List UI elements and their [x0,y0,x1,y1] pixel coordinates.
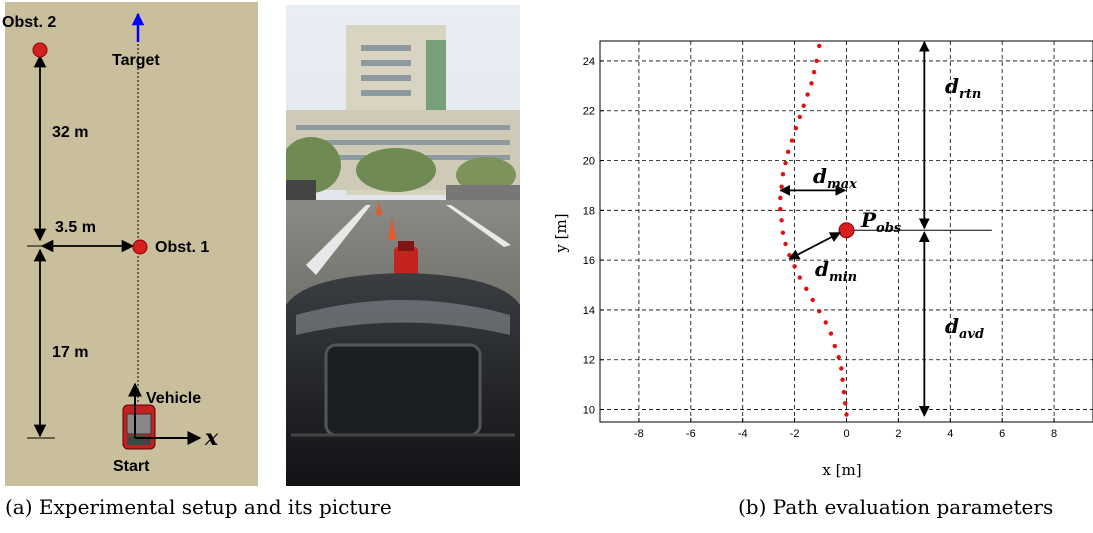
y-tick-label: 12 [583,355,595,367]
x-tick-label: 6 [999,428,1005,440]
path-point [809,81,814,86]
x-tick-label: -6 [686,428,696,440]
x-tick-label: -8 [634,428,644,440]
experimental-setup-diagram: Obst. 2 Target 32 m 3.5 m Obst. 1 17 m V… [2,2,258,486]
d-min-arrow [788,231,841,260]
path-point [843,401,848,406]
d-max-label: dmax [813,164,857,192]
path-point [805,92,810,97]
obstacle-1-label: Obst. 1 [155,239,210,256]
path-point [817,308,822,314]
x-axis-title: x [m] [822,461,861,479]
path-point [832,343,838,349]
path-point [793,125,799,131]
path-point [839,366,844,371]
path-point [844,412,849,417]
path-point [779,218,784,223]
experiment-photo [286,5,520,486]
x-tick-label: -2 [790,428,800,440]
start-label: Start [113,458,150,475]
path-point [810,297,815,303]
path-point [797,114,802,120]
path-point [801,103,806,108]
path-point [841,389,847,395]
distance-17m-label: 17 m [52,344,89,361]
y-tick-label: 16 [583,255,595,267]
path-point [792,264,797,269]
path-point [836,355,841,360]
vehicle-icon [122,404,156,450]
caption-b: (b) Path evaluation parameters [738,495,1054,519]
path-point [797,275,802,280]
x-tick-label: 4 [947,428,953,440]
path-point [814,58,819,64]
x-tick-label: 8 [1051,428,1057,440]
y-tick-label: 18 [583,205,595,217]
path-point [780,230,786,235]
path-point [804,286,809,291]
y-tick-label: 20 [583,156,595,168]
d-avd-label: davd [945,314,984,342]
x-axis-label: x [205,425,219,451]
distance-32m-label: 32 m [52,124,89,141]
y-tick-label: 24 [583,56,595,68]
path-point [787,252,792,258]
d-rtn-label: drtn [945,74,981,102]
y-tick-label: 22 [583,106,595,118]
path-point [789,138,795,143]
path-point [783,160,788,166]
obstacle-1-marker [132,239,148,255]
x-tick-label: -4 [738,428,748,440]
path-point [828,331,834,336]
y-axis-title: y [m] [552,213,570,253]
distance-3-5m-label: 3.5 m [55,219,96,236]
photo-illustration [286,5,520,486]
target-label: Target [112,52,160,69]
d-min-label: dmin [815,257,857,285]
setup-drawing [27,12,202,450]
path-point [778,195,783,201]
path-point [823,320,828,325]
y-tick-label: 10 [583,405,595,417]
path-point [817,43,822,49]
vehicle-label: Vehicle [146,390,202,407]
path-point [811,69,817,75]
path-point [778,206,783,212]
obstacle-2-marker [32,42,48,58]
path-point [785,149,791,155]
path-point [780,172,786,177]
p-obs-label: Pobs [860,208,902,236]
x-tick-label: 2 [895,428,901,440]
obstacle-marker [838,222,855,239]
y-tick-label: 14 [583,305,595,317]
path-point [840,377,845,382]
caption-a: (a) Experimental setup and its picture [5,495,392,519]
path-point [779,184,784,189]
obstacle-2-label: Obst. 2 [2,14,57,31]
x-tick-label: 0 [843,428,849,440]
path-point [783,241,788,247]
